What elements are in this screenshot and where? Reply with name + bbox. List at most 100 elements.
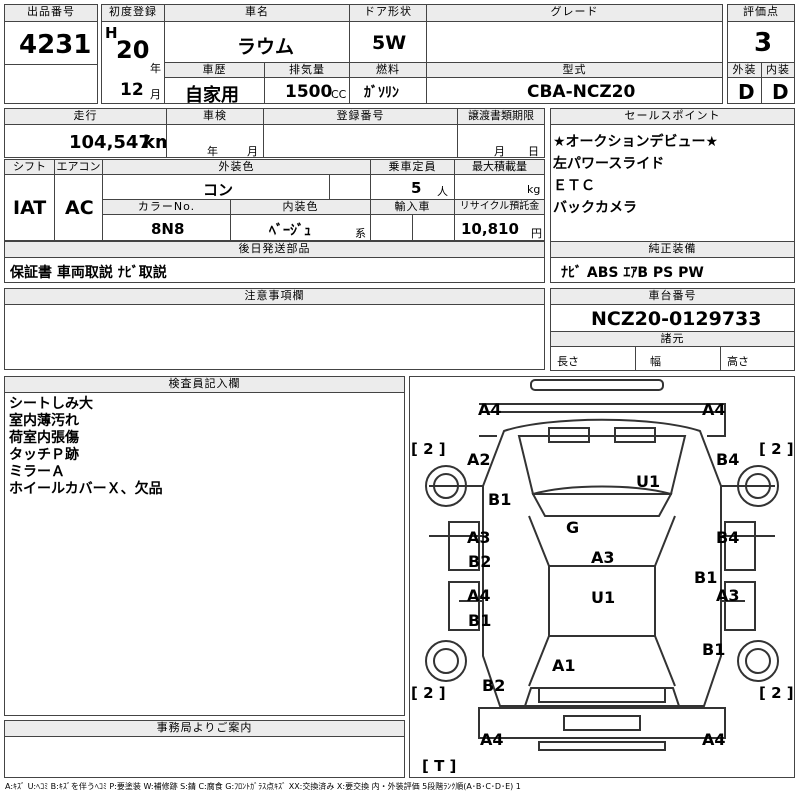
damage-mark: B1 (468, 611, 492, 630)
import-label: 輸入車 (370, 199, 455, 215)
interior-grade-label: 内装 (761, 62, 795, 78)
damage-mark: G (566, 518, 580, 537)
reg-month: 12 (120, 80, 144, 100)
length-cell: 長さ (550, 346, 636, 371)
grade-label: グレード (426, 4, 723, 22)
score-cell: 3 (727, 21, 795, 63)
first-registration-label: 初度登録 (101, 4, 165, 22)
shift: IAT (13, 197, 47, 219)
color-number-cell: 8N8 (102, 214, 231, 241)
damage-mark: B4 (716, 528, 740, 547)
inspection-year-unit: 年 (207, 145, 218, 158)
specs-label: 諸元 (550, 331, 795, 347)
car-name-label: 車名 (164, 4, 350, 22)
history-label: 車歴 (164, 62, 265, 78)
inspector-note: 荷室内張傷 (9, 430, 79, 446)
year-unit: 年 (150, 62, 161, 75)
damage-mark: [ 2 ] (759, 684, 794, 702)
interior-color-cell: ﾍﾞｰｼﾞｭ 系 (230, 214, 371, 241)
inspector-note: ホイールカバーＸ、欠品 (9, 481, 163, 497)
recycle-fee-cell: 10,810 円 (454, 214, 545, 241)
sales-point-cell: ★オークションデビュー★ 左パワースライド ＥＴＣ バックカメラ (550, 124, 795, 242)
door-cell: 5W (349, 21, 427, 63)
office-notice-cell (4, 736, 405, 778)
mileage: 104,547 (69, 132, 151, 153)
door-type: 5W (372, 32, 407, 54)
history-cell: 自家用 (164, 77, 265, 106)
damage-mark: B2 (468, 552, 492, 571)
sales-point-item: 左パワースライド (553, 156, 665, 172)
chassis-number: NCZ20-0129733 (591, 308, 762, 330)
inspection-label: 車検 (166, 108, 264, 125)
lot-number-label: 出品番号 (4, 4, 98, 22)
first-registration-cell: H 20 年 12 月 (101, 21, 165, 104)
lot-number: 4231 (19, 30, 92, 60)
damage-mark: A4 (702, 400, 726, 419)
damage-mark: [ 2 ] (759, 440, 794, 458)
door-label: ドア形状 (349, 4, 427, 22)
damage-mark: A4 (467, 586, 491, 605)
inspection-month-unit: 月 (247, 145, 258, 158)
score-label: 評価点 (727, 4, 795, 22)
sales-point-item: バックカメラ (553, 200, 637, 216)
aircon-label: エアコン (54, 159, 103, 175)
fuel-label: 燃料 (349, 62, 427, 78)
sales-point-label: セールスポイント (550, 108, 795, 125)
inspector-note: タッチＰ跡 (9, 447, 79, 463)
interior-color: ﾍﾞｰｼﾞｭ (269, 223, 311, 239)
sales-point-item: ★オークションデビュー★ (553, 134, 719, 150)
later-parts-label: 後日発送部品 (4, 241, 545, 258)
inspector-notes: シートしみ大 室内薄汚れ 荷室内張傷 タッチＰ跡 ミラーＡ ホイールカバーＸ、欠… (9, 396, 163, 498)
damage-mark: A1 (552, 656, 576, 675)
recycle-fee-label: リサイクル預託金 (454, 199, 545, 215)
interior-color-unit: 系 (355, 227, 366, 240)
damage-mark: U1 (591, 588, 616, 607)
car-name: ラウム (237, 36, 295, 58)
damage-mark: [ 2 ] (411, 440, 446, 458)
aircon-cell: AC (54, 174, 103, 241)
interior-grade: D (772, 80, 789, 104)
inspection-cell: 年 月 (166, 124, 264, 158)
width-cell: 幅 (635, 346, 721, 371)
exterior-color: コン (203, 181, 234, 199)
damage-mark: B4 (716, 450, 740, 469)
capacity-unit: 人 (437, 185, 448, 198)
damage-diagram-panel (409, 376, 795, 778)
import-cell-a (370, 214, 413, 241)
month-unit: 月 (150, 88, 161, 101)
capacity-label: 乗車定員 (370, 159, 455, 175)
import-cell-b (412, 214, 455, 241)
damage-mark: [ 2 ] (411, 684, 446, 702)
aircon: AC (65, 197, 94, 219)
displacement-cell: 1500 CC (264, 77, 350, 104)
model-cell: CBA-NCZ20 (426, 77, 723, 104)
mileage-label: 走行 (4, 108, 167, 125)
sales-point-list: ★オークションデビュー★ 左パワースライド ＥＴＣ バックカメラ (553, 131, 718, 219)
damage-mark: A4 (702, 730, 726, 749)
damage-mark: U1 (636, 472, 661, 491)
reg-year: 20 (116, 36, 150, 64)
exterior-color-extra (329, 174, 371, 200)
later-parts: 保証書 車両取説 ﾅﾋﾞ取説 (10, 265, 167, 281)
shift-cell: IAT (4, 174, 55, 241)
width-label: 幅 (650, 355, 661, 368)
color-number-label: カラーNo. (102, 199, 231, 215)
damage-mark: B1 (702, 640, 726, 659)
inspector-note: シートしみ大 (9, 396, 93, 412)
exterior-color-label: 外装色 (102, 159, 371, 175)
max-load-label: 最大積載量 (454, 159, 545, 175)
transfer-month-unit: 月 (494, 145, 505, 158)
fuel: ｶﾞｿﾘﾝ (364, 85, 399, 101)
fuel-cell: ｶﾞｿﾘﾝ (349, 77, 427, 104)
interior-grade-cell: D (761, 77, 795, 104)
chassis-number-label: 車台番号 (550, 288, 795, 305)
exterior-grade: D (738, 80, 755, 104)
chassis-number-cell: NCZ20-0129733 (550, 304, 795, 332)
mileage-cell: 104,547 km (4, 124, 174, 158)
yen-unit: 円 (531, 227, 542, 240)
damage-mark: A3 (591, 548, 615, 567)
inspector-note: 室内薄汚れ (9, 413, 79, 429)
registration-number-cell (263, 124, 458, 158)
registration-number-label: 登録番号 (263, 108, 458, 125)
height-cell: 高さ (720, 346, 795, 371)
